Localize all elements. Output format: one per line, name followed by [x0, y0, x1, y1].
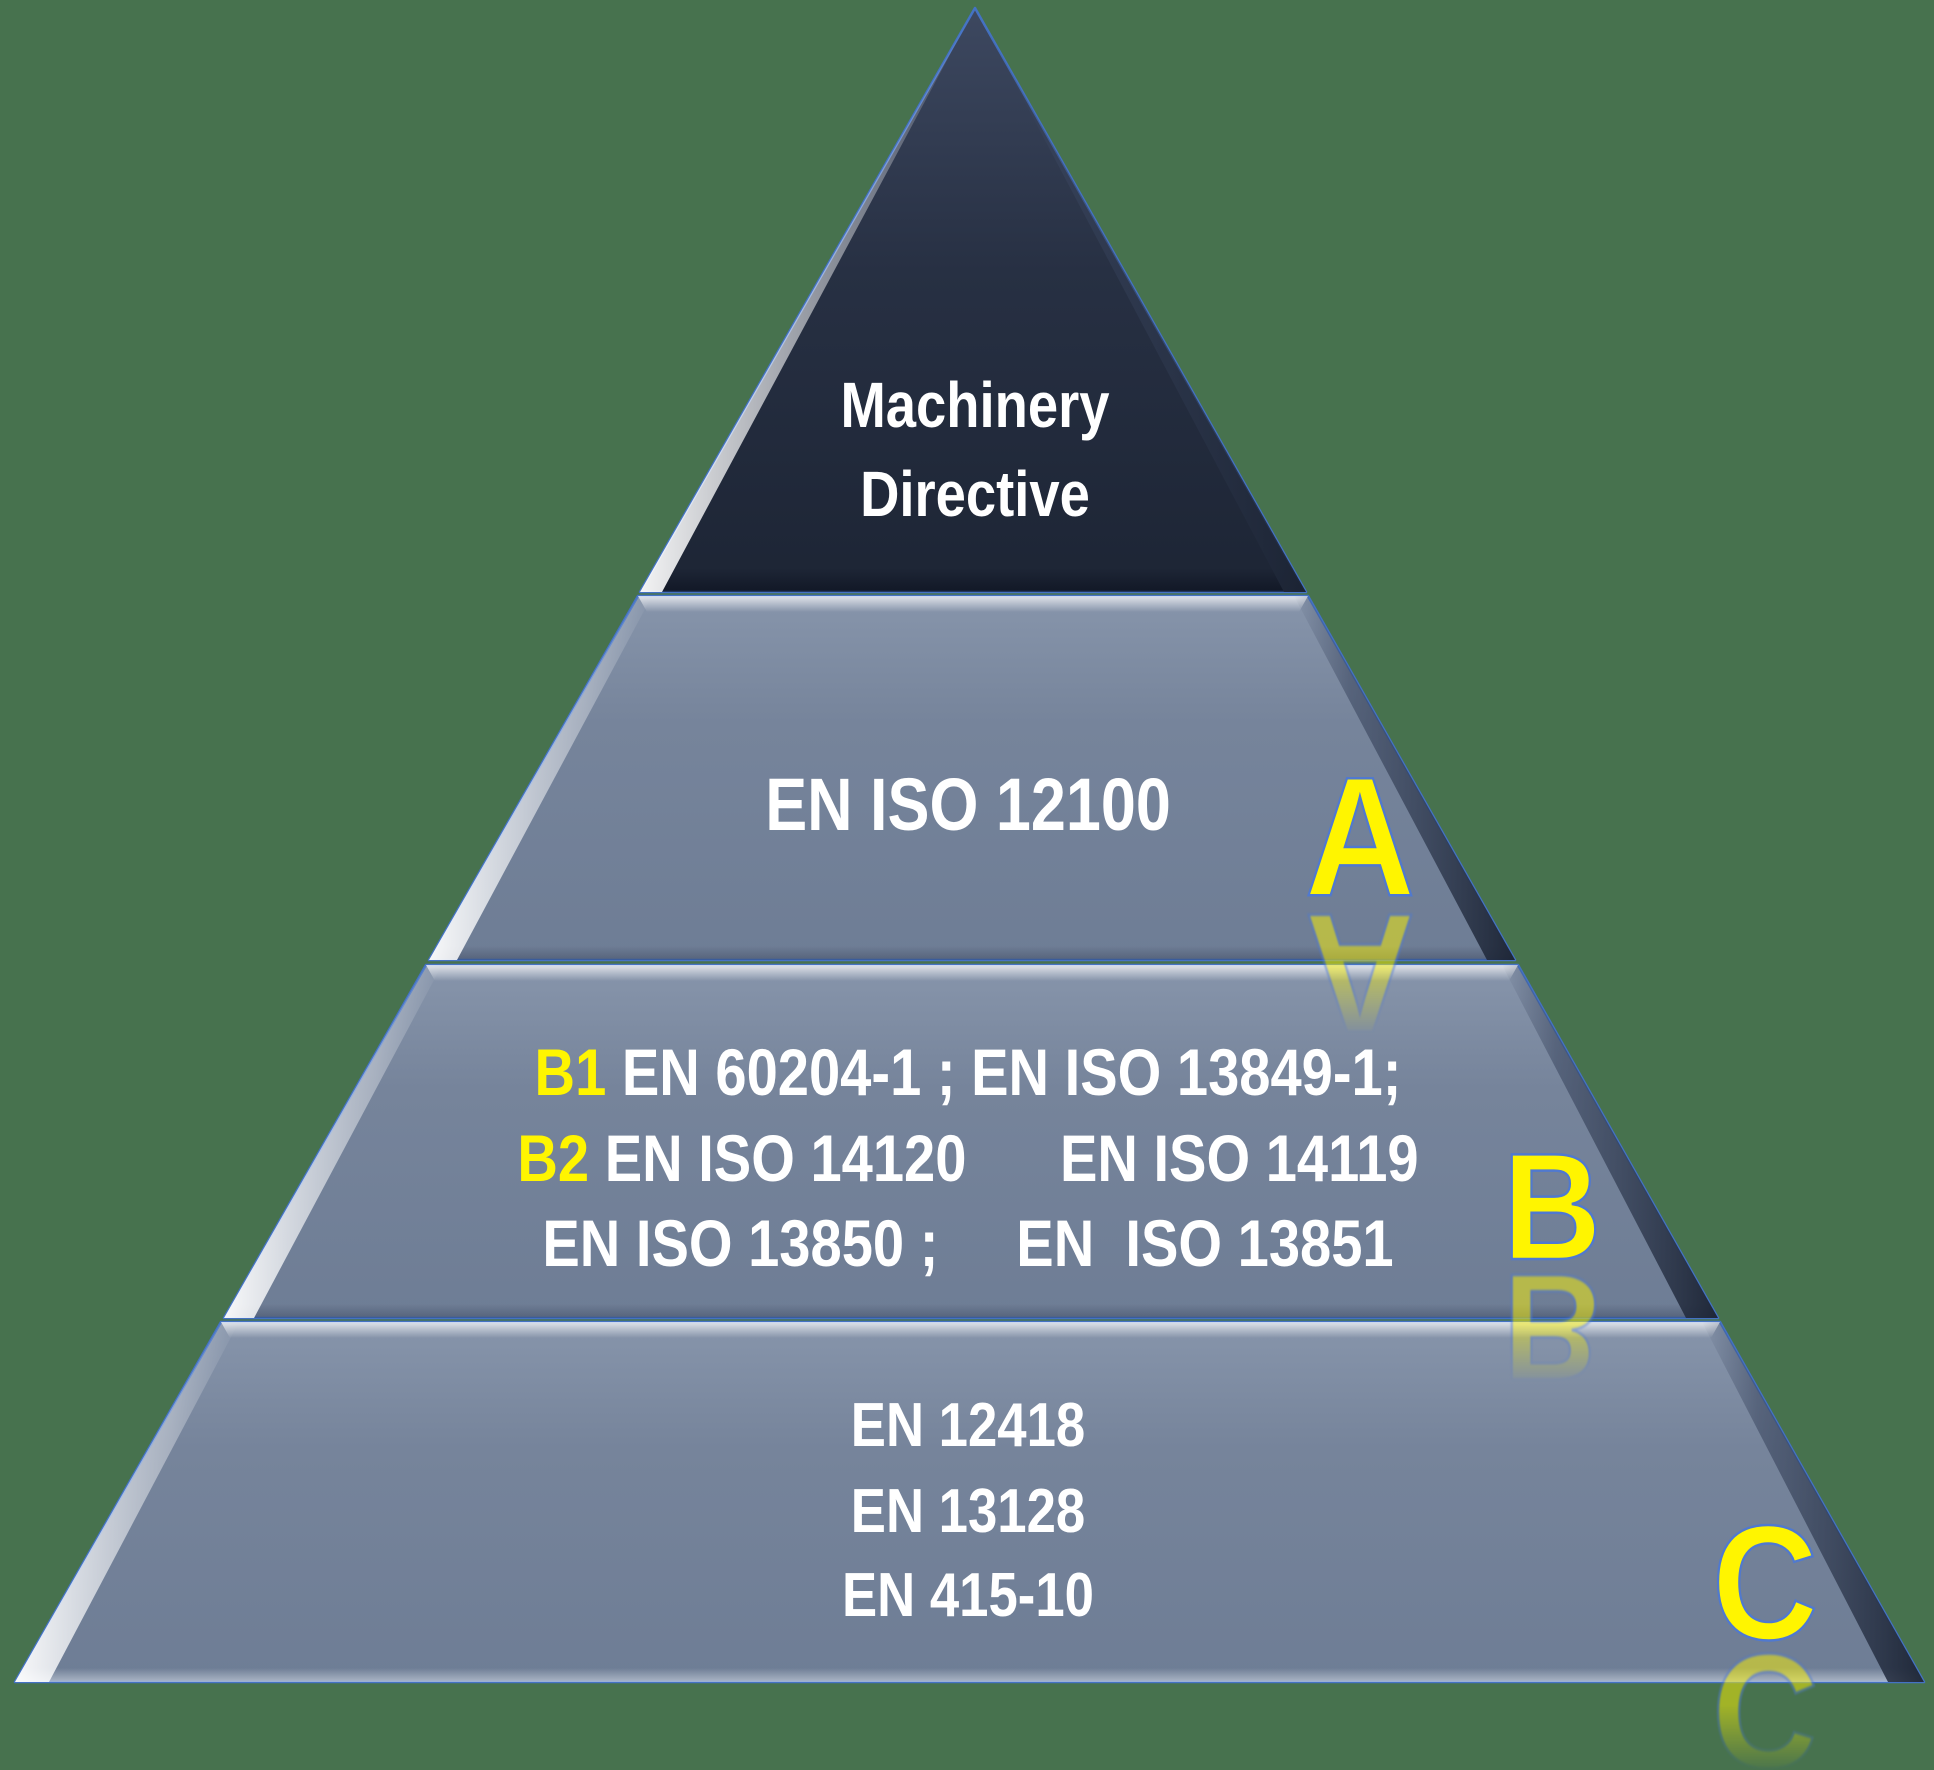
tier2-standard-label: EN ISO 12100: [765, 763, 1171, 846]
tier4-right-side: [1702, 1322, 1924, 1682]
tier1-right-side: [975, 8, 1306, 592]
letter-c-glyph: C: [1711, 1490, 1819, 1674]
tier3-standards-line2: B2 EN ISO 14120 EN ISO 14119: [517, 1125, 1418, 1191]
tier2-left-bevel: [429, 596, 652, 960]
tier4-type-letter-c: C C: [1711, 1490, 1819, 1770]
letter-b-reflection: B: [1501, 1241, 1602, 1413]
tier1-bottom-shadow: [640, 568, 1306, 592]
tier3-shape: [222, 963, 1720, 1320]
tier3-top-bevel: [426, 965, 1518, 981]
tier4-shape: [13, 1320, 1926, 1684]
tier4-standard-line3: EN 415-10: [842, 1561, 1094, 1630]
tier2-shape: [427, 594, 1517, 962]
tier4-left-bevel: [15, 1322, 239, 1682]
letter-b-glyph: B: [1501, 1122, 1602, 1292]
tier4-standard-line2: EN 13128: [850, 1477, 1086, 1546]
tier3-standards-line1: B1 EN 60204-1 ; EN ISO 13849-1;: [535, 1039, 1402, 1105]
letter-a-reflection: A: [1304, 876, 1417, 1068]
tier4-base-bevel: [15, 1668, 1924, 1682]
tier2-type-letter-a: A A: [1304, 742, 1417, 1068]
tier3-type-letter-b: B B: [1501, 1122, 1602, 1413]
tier1-title-line2: Directive: [860, 458, 1090, 530]
tier1-left-bevel: [640, 8, 975, 592]
tier3-line1-standards: EN 60204-1 ; EN ISO 13849-1;: [606, 1035, 1402, 1109]
letter-c-reflection: C: [1711, 1619, 1819, 1770]
tier1-title-line1: Machinery: [840, 369, 1110, 441]
tier2-bottom-shadow: [429, 946, 1515, 960]
tier3-left-bevel: [224, 965, 442, 1318]
tier3-standards-line3: EN ISO 13850 ; EN ISO 13851: [542, 1206, 1394, 1280]
tier3-b2-tag: B2: [517, 1121, 590, 1195]
tier1-shape: [638, 6, 1308, 594]
tier2-right-side: [1294, 596, 1515, 960]
tier4-standard-line1: EN 12418: [850, 1391, 1086, 1460]
tier3-bottom-shadow: [224, 1304, 1718, 1318]
tier3-line2-standards: EN ISO 14120 EN ISO 14119: [589, 1121, 1419, 1195]
tier3-right-side: [1502, 965, 1718, 1318]
tier3-b1-tag: B1: [534, 1035, 607, 1109]
tier2-top-bevel: [638, 596, 1308, 612]
letter-a-glyph: A: [1304, 742, 1417, 933]
tier4-top-bevel: [221, 1322, 1720, 1338]
